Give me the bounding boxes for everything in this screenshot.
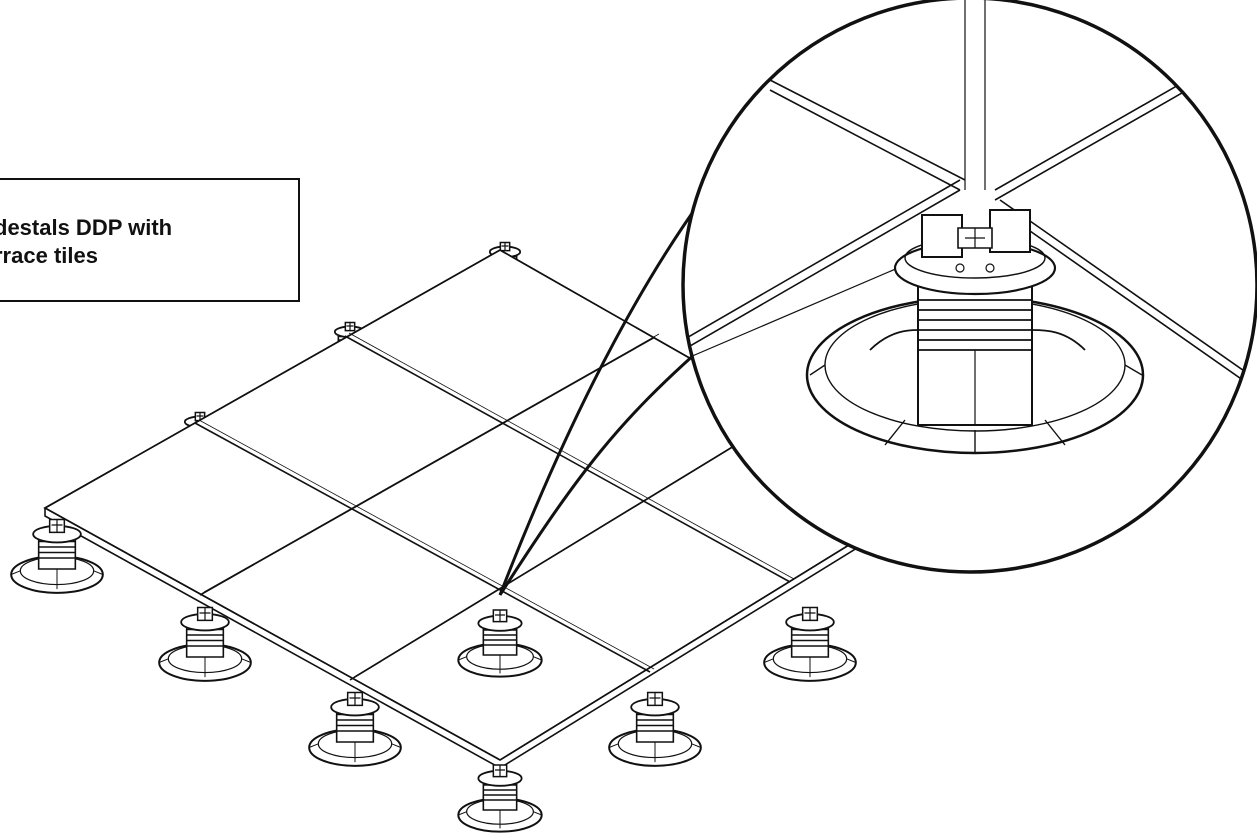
caption-text: destals DDP with rrace tiles — [0, 214, 298, 270]
zoom-detail-circle — [683, 0, 1257, 572]
caption-box: destals DDP with rrace tiles — [0, 178, 300, 302]
caption-line-2: rrace tiles — [0, 243, 98, 268]
caption-line-1: destals DDP with — [0, 215, 173, 240]
